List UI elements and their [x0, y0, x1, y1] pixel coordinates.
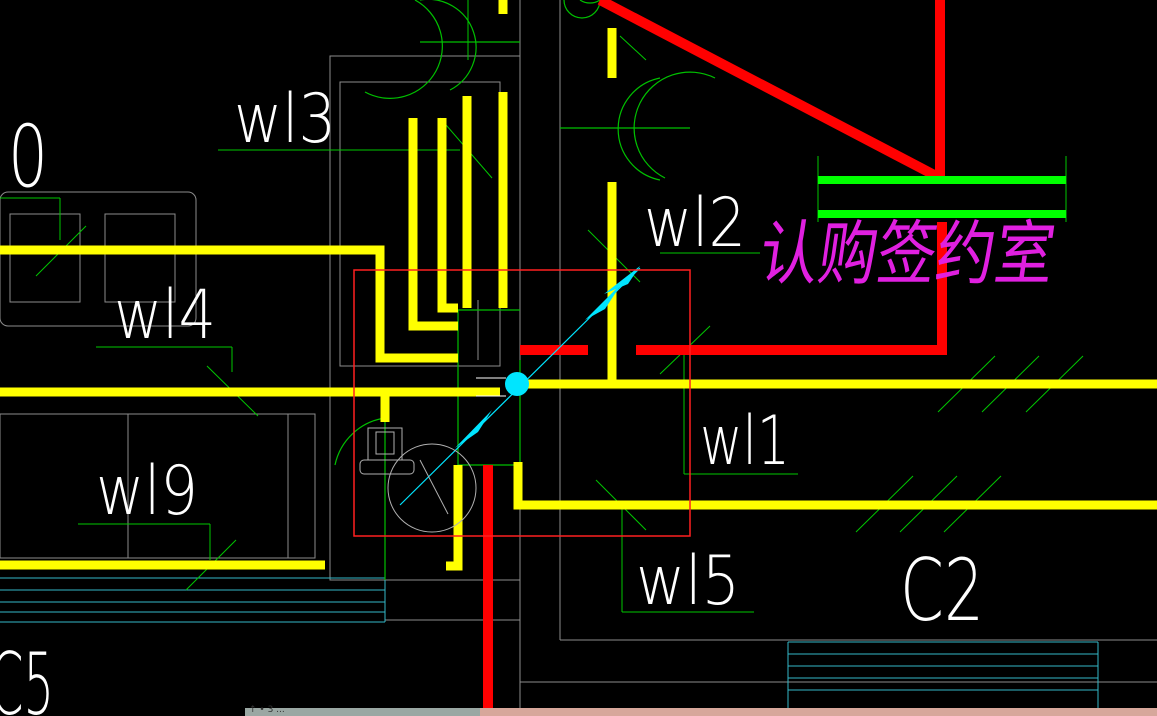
status-bar: ↑ • 3 ...	[245, 705, 1157, 716]
pipe-wl3-b	[437, 118, 458, 313]
status-segment-left	[245, 708, 480, 716]
label-wl9: wl9	[96, 452, 198, 531]
red-pipes	[483, 0, 947, 716]
label-c5: C5	[0, 635, 54, 716]
pipe-labels: wl3 wl2 wl4 wl9 wl1 wl5 C2 C5 0	[0, 80, 984, 716]
cyan-pipe-marker	[399, 266, 641, 506]
status-text: ↑ • 3 ...	[249, 705, 285, 715]
pipe-wl3-a	[408, 118, 458, 331]
cyan-hatch	[0, 577, 1099, 708]
selection-box[interactable]	[353, 269, 691, 537]
red-diagonal	[597, 0, 943, 183]
fixture-icon	[359, 377, 506, 533]
pipe-wl5	[513, 462, 1157, 510]
room-name-label: 认购签约室	[755, 213, 1060, 295]
label-wl2: wl2	[644, 184, 746, 263]
pipe-down-left	[446, 465, 463, 571]
label-wl3: wl3	[234, 80, 336, 159]
pipe-wl4	[0, 245, 458, 363]
label-wl5: wl5	[636, 542, 740, 621]
label-wl1: wl1	[700, 402, 790, 481]
label-zero: 0	[8, 107, 48, 207]
yellow-pipes	[0, 0, 1157, 571]
label-c2: C2	[900, 541, 984, 641]
label-wl4: wl4	[114, 276, 216, 355]
status-segment-right	[480, 708, 1157, 716]
red-l-pipe	[636, 222, 947, 355]
green-pipes	[818, 176, 1066, 218]
